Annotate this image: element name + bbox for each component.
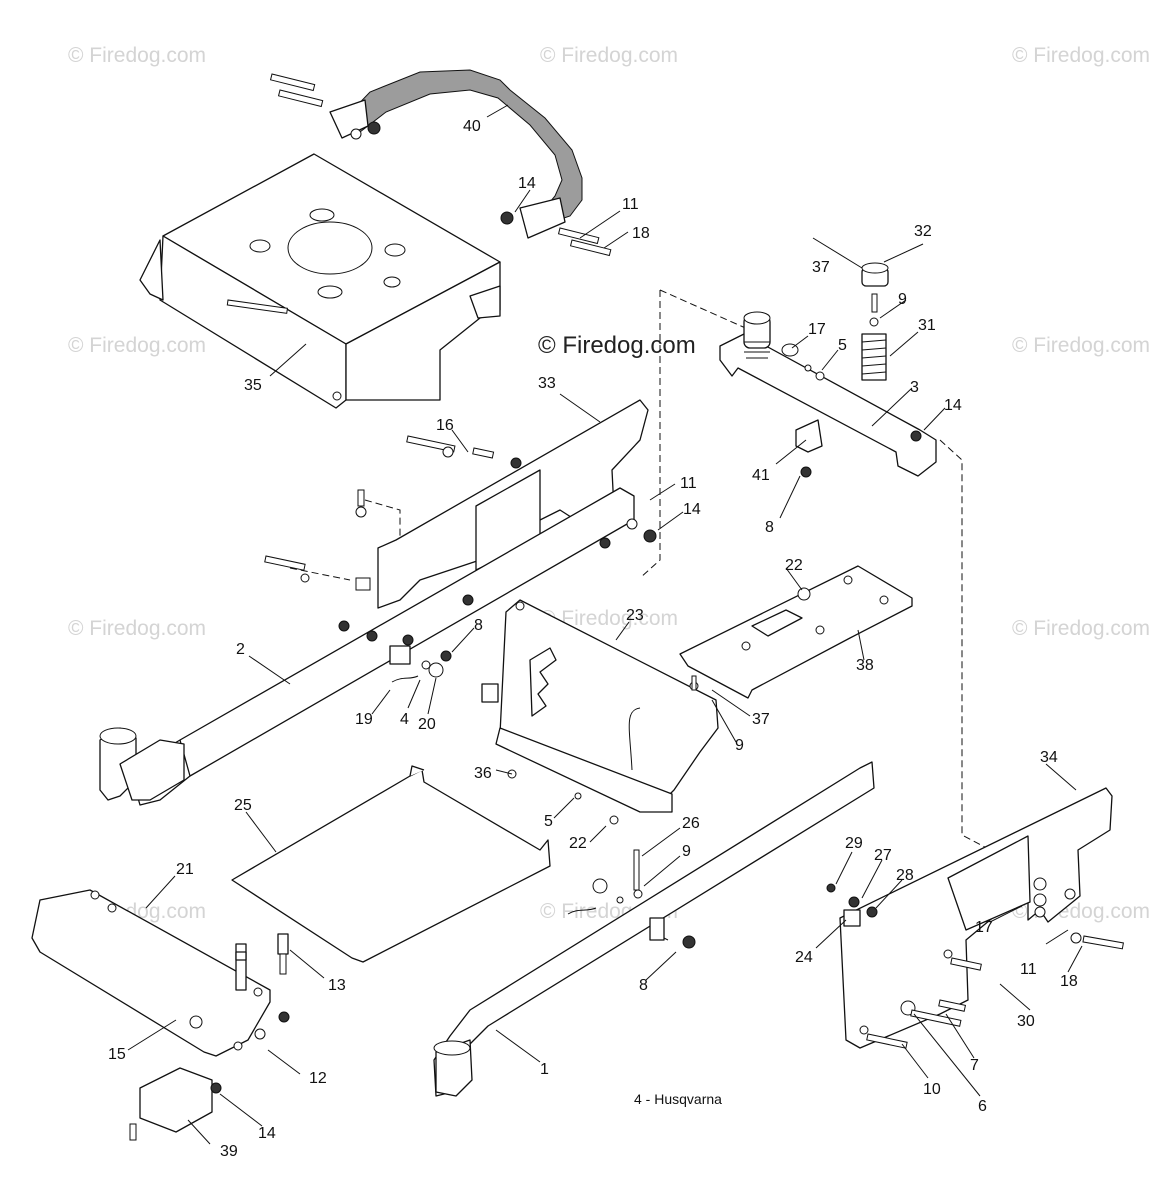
- watermark-mid-right: © Firedog.com: [1012, 334, 1150, 357]
- label-34: 34: [1040, 749, 1058, 766]
- label-9-rail: 9: [682, 843, 691, 860]
- label-26: 26: [682, 815, 700, 832]
- part-23-center-panel: [481, 599, 719, 825]
- label-29: 29: [845, 835, 863, 852]
- label-3: 3: [910, 379, 919, 396]
- label-2: 2: [236, 641, 245, 658]
- part-3-seat-bracket: [719, 262, 937, 478]
- label-22-panel: 22: [569, 835, 587, 852]
- leader-lines: [127, 104, 1083, 1145]
- label-20: 20: [418, 716, 436, 733]
- label-1: 1: [540, 1061, 549, 1078]
- watermark-lower-left: © Firedog.com: [68, 617, 206, 640]
- label-8-rail: 8: [474, 617, 483, 634]
- label-14-handle: 14: [518, 175, 536, 192]
- label-37-top: 37: [812, 259, 830, 276]
- label-10: 10: [923, 1081, 941, 1098]
- label-14-rail: 14: [683, 501, 701, 518]
- part-35-seat-plate: [139, 153, 501, 409]
- label-5-top: 5: [838, 337, 847, 354]
- watermark-mid-left: © Firedog.com: [68, 334, 206, 357]
- label-15: 15: [108, 1046, 126, 1063]
- watermark-top-left: © Firedog.com: [68, 44, 206, 67]
- label-38: 38: [856, 657, 874, 674]
- label-25: 25: [234, 797, 252, 814]
- watermark-lower-center: © Firedog.com: [540, 607, 678, 630]
- diagram-caption: 4 - Husqvarna: [634, 1091, 722, 1107]
- label-28: 28: [896, 867, 914, 884]
- label-12: 12: [309, 1070, 327, 1087]
- label-39: 39: [220, 1143, 238, 1160]
- label-18-panel: 18: [1060, 973, 1078, 990]
- label-11-rail: 11: [680, 475, 697, 492]
- label-37-panel: 37: [752, 711, 770, 728]
- label-17-panel: 17: [975, 919, 993, 936]
- label-18-handle: 18: [632, 225, 650, 242]
- label-21: 21: [176, 861, 194, 878]
- label-32: 32: [914, 223, 932, 240]
- part-33-bracket-plate: [355, 399, 649, 609]
- label-4: 4: [400, 711, 409, 728]
- part-21-front-cover: [31, 889, 290, 1141]
- watermark-top-right: © Firedog.com: [1012, 44, 1150, 67]
- label-23: 23: [626, 607, 644, 624]
- part-2-left-frame-rail: [99, 487, 657, 806]
- label-6: 6: [978, 1098, 987, 1115]
- part-labels: 40 14 11 18 35 33 16 11 14 37 32 9 31 17…: [108, 118, 1078, 1160]
- assembly-dashed-lines: [289, 289, 1001, 856]
- label-17-top: 17: [808, 321, 826, 338]
- part-38-floor-pan: [679, 565, 913, 699]
- label-11-panel: 11: [1020, 961, 1037, 978]
- label-11-handle: 11: [622, 196, 639, 213]
- label-13: 13: [328, 977, 346, 994]
- part-40-handle-bar: [269, 69, 612, 257]
- label-14-bracket: 14: [944, 397, 962, 414]
- label-8-bracket: 8: [765, 519, 774, 536]
- part-25-floor-mat: [231, 765, 551, 963]
- label-14-cover: 14: [258, 1125, 276, 1142]
- label-27: 27: [874, 847, 892, 864]
- watermark-lower-right: © Firedog.com: [1012, 617, 1150, 640]
- label-41: 41: [752, 467, 770, 484]
- label-7: 7: [970, 1057, 979, 1074]
- label-19: 19: [355, 711, 373, 728]
- part-1-right-frame-rail: [433, 761, 875, 1097]
- label-9-top: 9: [898, 291, 907, 308]
- part-34-right-side-panel: [826, 787, 1124, 1049]
- label-33: 33: [538, 375, 556, 392]
- label-5-panel: 5: [544, 813, 553, 830]
- label-31: 31: [918, 317, 936, 334]
- label-16: 16: [436, 417, 454, 434]
- watermark-top-center: © Firedog.com: [540, 44, 678, 67]
- label-36: 36: [474, 765, 492, 782]
- label-40: 40: [463, 118, 481, 135]
- label-9-panel: 9: [735, 737, 744, 754]
- label-24: 24: [795, 949, 813, 966]
- label-8-frame: 8: [639, 977, 648, 994]
- label-35: 35: [244, 377, 262, 394]
- label-22-pan: 22: [785, 557, 803, 574]
- label-30: 30: [1017, 1013, 1035, 1030]
- watermark-main: © Firedog.com: [538, 332, 696, 359]
